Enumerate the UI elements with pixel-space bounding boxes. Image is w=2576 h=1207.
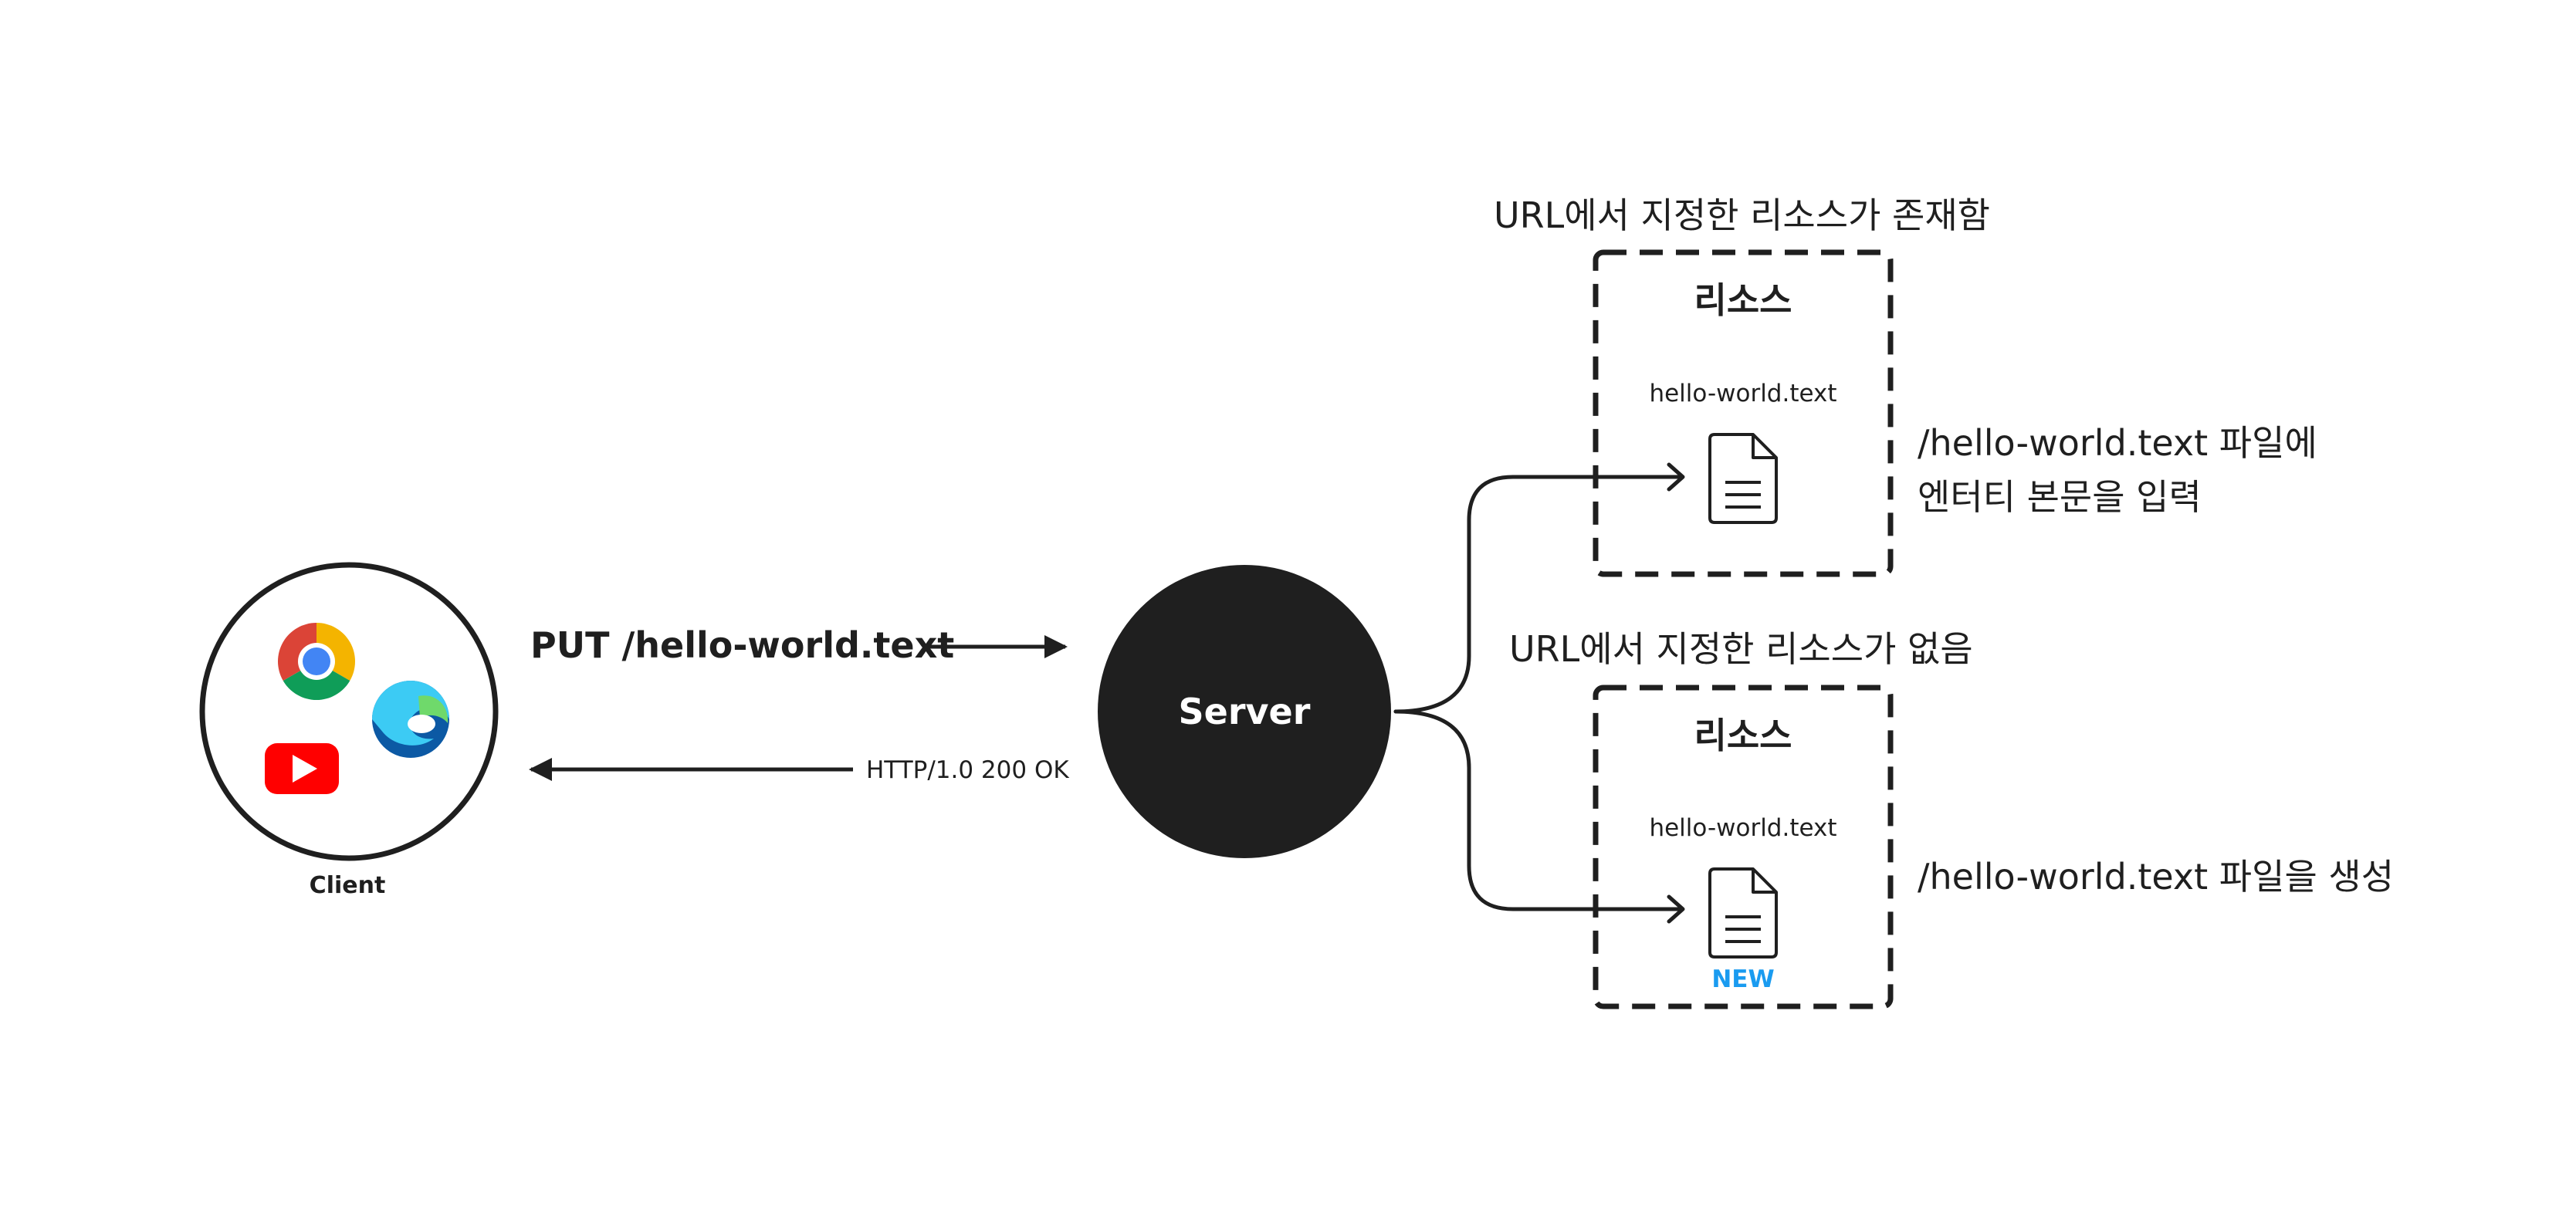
exists-box-title: 리소스 [1694, 279, 1792, 321]
new-document-icon [1708, 867, 1778, 958]
client-label: Client [310, 872, 386, 899]
request-label: PUT /hello-world.text [530, 624, 954, 666]
missing-case: URL에서 지정한 리소스가 없음 리소스 hello-world.text N… [1509, 628, 2394, 1009]
missing-description: /hello-world.text 파일을 생성 [1918, 856, 2394, 898]
youtube-icon [265, 743, 339, 794]
server-circle [1098, 565, 1391, 858]
server-node: Server [1098, 565, 1391, 858]
missing-file-name: hello-world.text [1649, 814, 1836, 842]
request: PUT /hello-world.text [530, 624, 1068, 666]
client-circle [199, 562, 499, 861]
exists-description-line1: /hello-world.text 파일에 [1918, 422, 2317, 464]
missing-box-title: 리소스 [1694, 715, 1792, 756]
response-label: HTTP/1.0 200 OK [866, 756, 1069, 784]
chrome-icon [278, 623, 355, 700]
exists-caption: URL에서 지정한 리소스가 존재함 [1494, 194, 1990, 236]
missing-caption: URL에서 지정한 리소스가 없음 [1509, 628, 1973, 670]
response: HTTP/1.0 200 OK [529, 756, 1069, 784]
client-node: Client [199, 562, 499, 899]
new-badge: NEW [1711, 965, 1774, 993]
server-label: Server [1179, 691, 1311, 732]
edge-icon [372, 681, 449, 758]
exists-resource-box [1593, 249, 1894, 577]
exists-file-name: hello-world.text [1649, 380, 1836, 407]
branch-connector [1393, 462, 1685, 924]
exists-description-line2: 엔터티 본문을 입력 [1918, 476, 2202, 518]
document-icon [1708, 433, 1778, 524]
exists-case: URL에서 지정한 리소스가 존재함 리소스 hello-world.text … [1494, 194, 2317, 577]
missing-resource-box [1593, 685, 1894, 1009]
